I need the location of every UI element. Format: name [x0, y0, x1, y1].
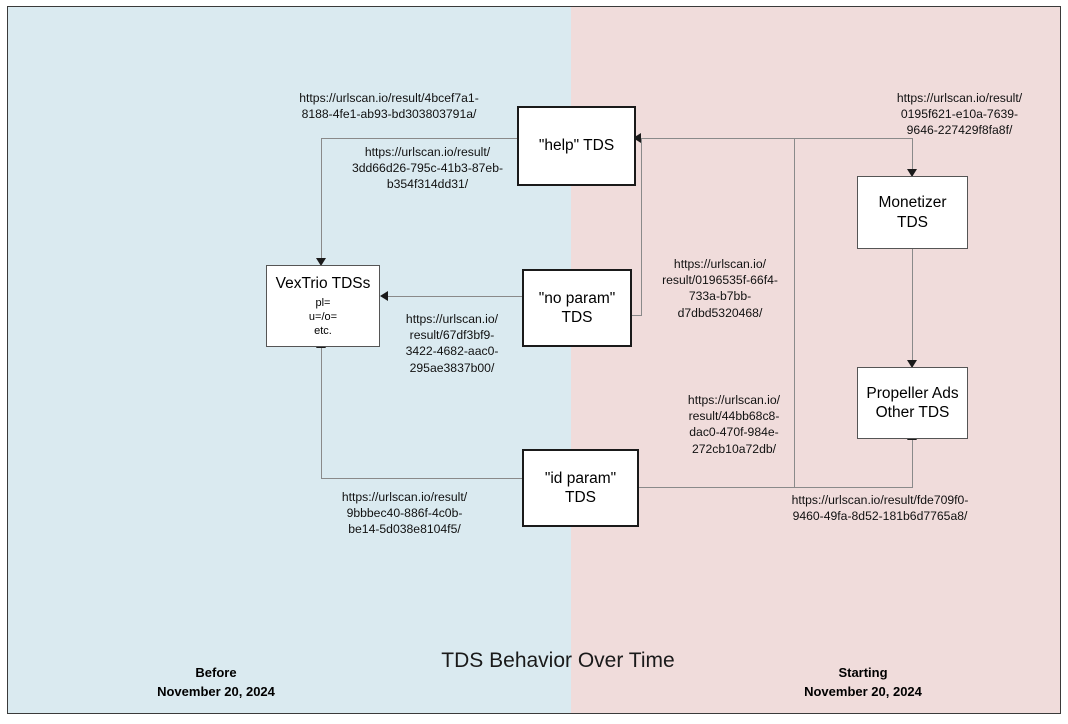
- edge-help-to-vextrio-horizontal: [321, 138, 517, 139]
- arrowhead-into-help-right: [633, 133, 641, 143]
- node-help-title: "help" TDS: [538, 137, 615, 155]
- label-help-to-vextrio-lower: https://urlscan.io/result/ 3dd66d26-795c…: [351, 145, 504, 192]
- edge-monetizer-to-propeller: [912, 249, 913, 368]
- label-id-param-to-help: https://urlscan.io/ result/44bb68c8- dac…: [687, 393, 781, 456]
- label-monetizer-inbound: https://urlscan.io/result/ 0195f621-e10a…: [896, 91, 1023, 138]
- edge-noparam-to-help-stub: [632, 315, 642, 316]
- label-no-param-to-help: https://urlscan.io/ result/0196535f-66f4…: [662, 257, 778, 320]
- label-id-param-to-vextrio: https://urlscan.io/result/ 9bbbec40-886f…: [341, 490, 468, 537]
- caption-before: Before November 20, 2024: [157, 665, 275, 699]
- edge-noparam-to-vextrio-horizontal: [388, 296, 522, 297]
- edge-idparam-to-propeller-vertical: [912, 439, 913, 487]
- edge-monetizer-inbound-horizontal: [641, 138, 913, 139]
- edge-monetizer-inbound-vertical: [912, 138, 913, 176]
- edge-idparam-to-vextrio-vertical: [321, 347, 322, 478]
- arrowhead-into-monetizer-top: [907, 169, 917, 177]
- arrowhead-into-propeller-top: [907, 360, 917, 368]
- arrowhead-into-vextrio-top: [316, 258, 326, 266]
- node-propeller-ads-tds[interactable]: Propeller Ads Other TDS: [857, 367, 968, 439]
- edge-idparam-to-propeller-horizontal: [639, 487, 913, 488]
- node-vextrio-params: pl= u=/o= etc.: [308, 296, 338, 337]
- edge-help-to-vextrio-vertical: [321, 138, 322, 259]
- node-id-param-tds[interactable]: "id param" TDS: [522, 449, 639, 527]
- label-help-to-vextrio-upper: https://urlscan.io/result/4bcef7a1- 8188…: [299, 91, 479, 122]
- node-monetizer-tds[interactable]: Monetizer TDS: [857, 176, 968, 249]
- page-title: TDS Behavior Over Time: [441, 649, 675, 672]
- node-no-param-title: "no param" TDS: [538, 289, 616, 326]
- node-no-param-tds[interactable]: "no param" TDS: [522, 269, 632, 347]
- node-vextrio-title: VexTrio TDSs: [275, 275, 371, 293]
- label-id-param-to-propeller: https://urlscan.io/result/fde709f0- 9460…: [791, 493, 969, 524]
- arrowhead-into-vextrio-right: [380, 291, 388, 301]
- node-vextrio-tds[interactable]: VexTrio TDSs pl= u=/o= etc.: [266, 265, 380, 347]
- edge-noparam-to-help-vertical: [641, 138, 642, 315]
- node-id-param-title: "id param" TDS: [544, 469, 617, 506]
- edge-idparam-to-help-vertical: [794, 138, 795, 487]
- timeline-half-starting: [571, 7, 1060, 713]
- caption-starting: Starting November 20, 2024: [804, 665, 922, 699]
- timeline-half-before: [8, 7, 571, 713]
- node-help-tds[interactable]: "help" TDS: [517, 106, 636, 186]
- node-propeller-title: Propeller Ads Other TDS: [866, 384, 959, 421]
- node-monetizer-title: Monetizer TDS: [878, 194, 947, 231]
- edge-idparam-to-vextrio-horizontal: [321, 478, 522, 479]
- label-no-param-to-vextrio: https://urlscan.io/ result/67df3bf9- 342…: [405, 312, 499, 375]
- slide-frame: VexTrio TDSs pl= u=/o= etc. "help" TDS "…: [7, 6, 1061, 714]
